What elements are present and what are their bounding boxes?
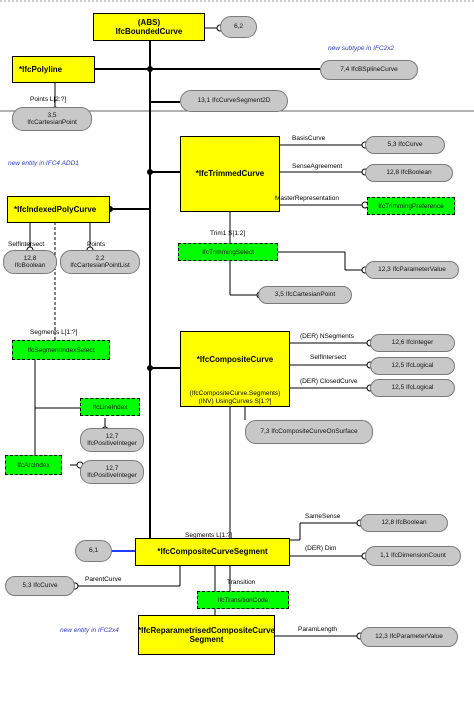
entity-ifc-reparametrised-composite-curve-segment[interactable]: *IfcReparametrisedCompositeCurve Segment (138, 615, 275, 655)
ref-ifc-cartesian-point[interactable]: 3,5 IfcCartesianPoint (12, 107, 92, 131)
ref-ifc-cartesian-point-trim[interactable]: 3,5 IfcCartesianPoint (258, 286, 352, 304)
type-name: IfcTransitionCode (217, 596, 269, 604)
edge-label-segments-indexed: Segments L[1:?] (30, 329, 78, 336)
ref-ifc-dimension-count[interactable]: 1,1 IfcDimensionCount (365, 546, 461, 566)
ref-ifc-logical-self-intersect[interactable]: 12,5 IfcLogical (370, 357, 455, 375)
page-ref-6-2[interactable]: 6,2 (220, 16, 257, 38)
ref-label: 1,1 IfcDimensionCount (380, 552, 446, 560)
entity-name: *IfcReparametrisedCompositeCurve (138, 625, 275, 635)
note-new-entity-ifc4-add1: new entity in IFC4 ADD1 (8, 160, 79, 167)
ref-ifc-cartesian-point-list[interactable]: 2,2 IfcCartesianPointList (60, 250, 140, 274)
ref-label: 12,3 IfcParameterValue (378, 266, 446, 274)
ref-label: IfcCartesianPoint (27, 119, 77, 126)
ref-page: 12,7 (105, 464, 119, 472)
ref-ifc-parameter-value[interactable]: 12,3 IfcParameterValue (365, 261, 459, 279)
note-new-subtype-ifc2x2: new subtype in IFC2x2 (328, 45, 395, 52)
edge-label-dim: (DER) Dim (305, 545, 337, 552)
entity-ifc-composite-curve[interactable]: *IfcCompositeCurve (IfcCompositeCurve.Se… (180, 331, 290, 407)
ref-ifc-boolean-same-sense[interactable]: 12,8 IfcBoolean (360, 514, 448, 532)
entity-name: *IfcCompositeCurveSegment (157, 547, 268, 557)
ref-label: 6,2 (233, 23, 244, 31)
ref-label: 6,1 (88, 547, 99, 555)
ref-label: IfcPositiveInteger (87, 472, 137, 479)
type-ifc-trimming-preference[interactable]: IfcTrimmingPreference (367, 197, 455, 215)
ref-ifc-bspline-curve[interactable]: 7,4 IfcBSplineCurve (320, 60, 418, 80)
type-name: IfcTrimmingSelect (202, 248, 254, 256)
ref-ifc-positive-integer-arc[interactable]: 12,7 IfcPositiveInteger (80, 460, 144, 484)
ref-label: 12,3 IfcParameterValue (375, 633, 443, 641)
type-ifc-trimming-select[interactable]: IfcTrimmingSelect (178, 243, 278, 261)
entity-ifc-composite-curve-segment[interactable]: *IfcCompositeCurveSegment (135, 538, 290, 566)
ref-page: 3,5 (47, 111, 57, 119)
ref-ifc-integer[interactable]: 12,6 IfcInteger (370, 334, 455, 352)
ref-label: 13,1 IfcCurveSegment2D (197, 97, 271, 105)
edge-label-basis-curve: BasisCurve (292, 135, 326, 142)
type-name: IfcArcIndex (17, 461, 50, 469)
ref-label: 12,6 IfcInteger (391, 339, 434, 347)
entity-name: *IfcTrimmedCurve (195, 169, 265, 179)
edge-label-transition: Transition (227, 579, 256, 586)
type-ifc-line-index[interactable]: IfcLineIndex (80, 398, 140, 416)
edge-label-closed-curve: (DER) ClosedCurve (300, 378, 358, 385)
ref-label: 5,3 IfcCurve (22, 582, 58, 590)
edge-label-param-length: ParamLength (298, 626, 338, 633)
ref-label: 12,8 IfcBoolean (386, 169, 432, 177)
type-ifc-segment-index-select[interactable]: IfcSegmentIndexSelect (12, 340, 110, 360)
entity-ifc-trimmed-curve[interactable]: *IfcTrimmedCurve (180, 136, 280, 212)
ref-label: 12,8 IfcBoolean (381, 519, 427, 527)
ref-label: 12,5 IfcLogical (391, 362, 434, 370)
ref-ifc-composite-curve-on-surface[interactable]: 7,3 IfcCompositeCurveOnSurface (245, 420, 373, 444)
edge-label-trim: Trim1 S[1:2] (210, 230, 246, 237)
edge-label-parent-curve: ParentCurve (85, 576, 122, 583)
inverse-attribute-label: (INV) UsingCurves S[1:?] (198, 398, 272, 405)
edge-label-self-intersect-cc: SelfIntersect (310, 354, 347, 361)
edge-label-points-poly: Points L[2:?] (30, 96, 67, 103)
ref-label: IfcCartesianPointList (70, 262, 130, 269)
ref-page: 12,7 (105, 432, 119, 440)
ref-ifc-boolean-self-intersect[interactable]: 12,8 IfcBoolean (3, 250, 57, 274)
ref-ifc-curve-segment-2d[interactable]: 13,1 IfcCurveSegment2D (180, 90, 288, 112)
type-ifc-arc-index[interactable]: IfcArcIndex (5, 455, 62, 475)
edge-label-points: Points (87, 241, 106, 248)
ref-label: 7,4 IfcBSplineCurve (340, 66, 398, 74)
entity-abs-label: (ABS) (137, 17, 161, 27)
type-name: IfcTrimmingPreference (378, 202, 444, 210)
entity-name: *IfcPolyline (19, 64, 63, 74)
entity-ifc-indexed-poly-curve[interactable]: *IfcIndexedPolyCurve (7, 196, 110, 223)
entity-name-cont: Segment (189, 635, 224, 644)
ref-label: 5,3 IfcCurve (387, 141, 423, 149)
entity-name: IfcBoundedCurve (115, 27, 183, 36)
ref-page: 12,8 (23, 254, 37, 262)
ref-ifc-boolean-sense[interactable]: 12,8 IfcBoolean (365, 164, 453, 182)
inverse-attribute-source: (IfcCompositeCurve.Segments) (189, 390, 281, 397)
ref-ifc-positive-integer-line[interactable]: 12,7 IfcPositiveInteger (80, 428, 144, 452)
ref-label: IfcPositiveInteger (87, 440, 137, 447)
edge-label-master-representation: MasterRepresentation (275, 195, 339, 202)
ref-label: 12,5 IfcLogical (391, 384, 434, 392)
ref-ifc-logical-closed[interactable]: 12,5 IfcLogical (370, 379, 455, 397)
ref-label: IfcBoolean (14, 262, 46, 269)
entity-ifc-bounded-curve[interactable]: (ABS) IfcBoundedCurve (93, 13, 205, 41)
edge-label-sense-agreement: SenseAgreement (292, 163, 343, 170)
note-new-entity-ifc2x4: new entity in IFC2x4 (60, 627, 119, 634)
entity-name: *IfcIndexedPolyCurve (14, 204, 97, 214)
edge-label-nsegments: (DER) NSegments (300, 333, 354, 340)
ref-ifc-curve-parent[interactable]: 5,3 IfcCurve (5, 576, 75, 596)
ref-label: 7,3 IfcCompositeCurveOnSurface (260, 428, 358, 436)
entity-name: *IfcCompositeCurve (196, 355, 274, 365)
ref-label: 3,5 IfcCartesianPoint (274, 291, 336, 299)
edge-label-self-intersect: SelfIntersect (8, 241, 45, 248)
ref-ifc-curve-basis[interactable]: 5,3 IfcCurve (365, 136, 445, 154)
ref-page: 2,2 (95, 254, 105, 262)
edge-label-segments-cc: Segments L[1:?] (185, 532, 233, 539)
type-ifc-transition-code[interactable]: IfcTransitionCode (197, 591, 289, 609)
entity-ifc-polyline[interactable]: *IfcPolyline (12, 56, 95, 83)
edge-label-same-sense: SameSense (305, 513, 341, 520)
type-name: IfcSegmentIndexSelect (27, 346, 95, 354)
type-name: IfcLineIndex (92, 403, 128, 411)
page-ref-6-1[interactable]: 6,1 (75, 540, 112, 562)
ref-ifc-parameter-value-length[interactable]: 12,3 IfcParameterValue (360, 627, 458, 647)
